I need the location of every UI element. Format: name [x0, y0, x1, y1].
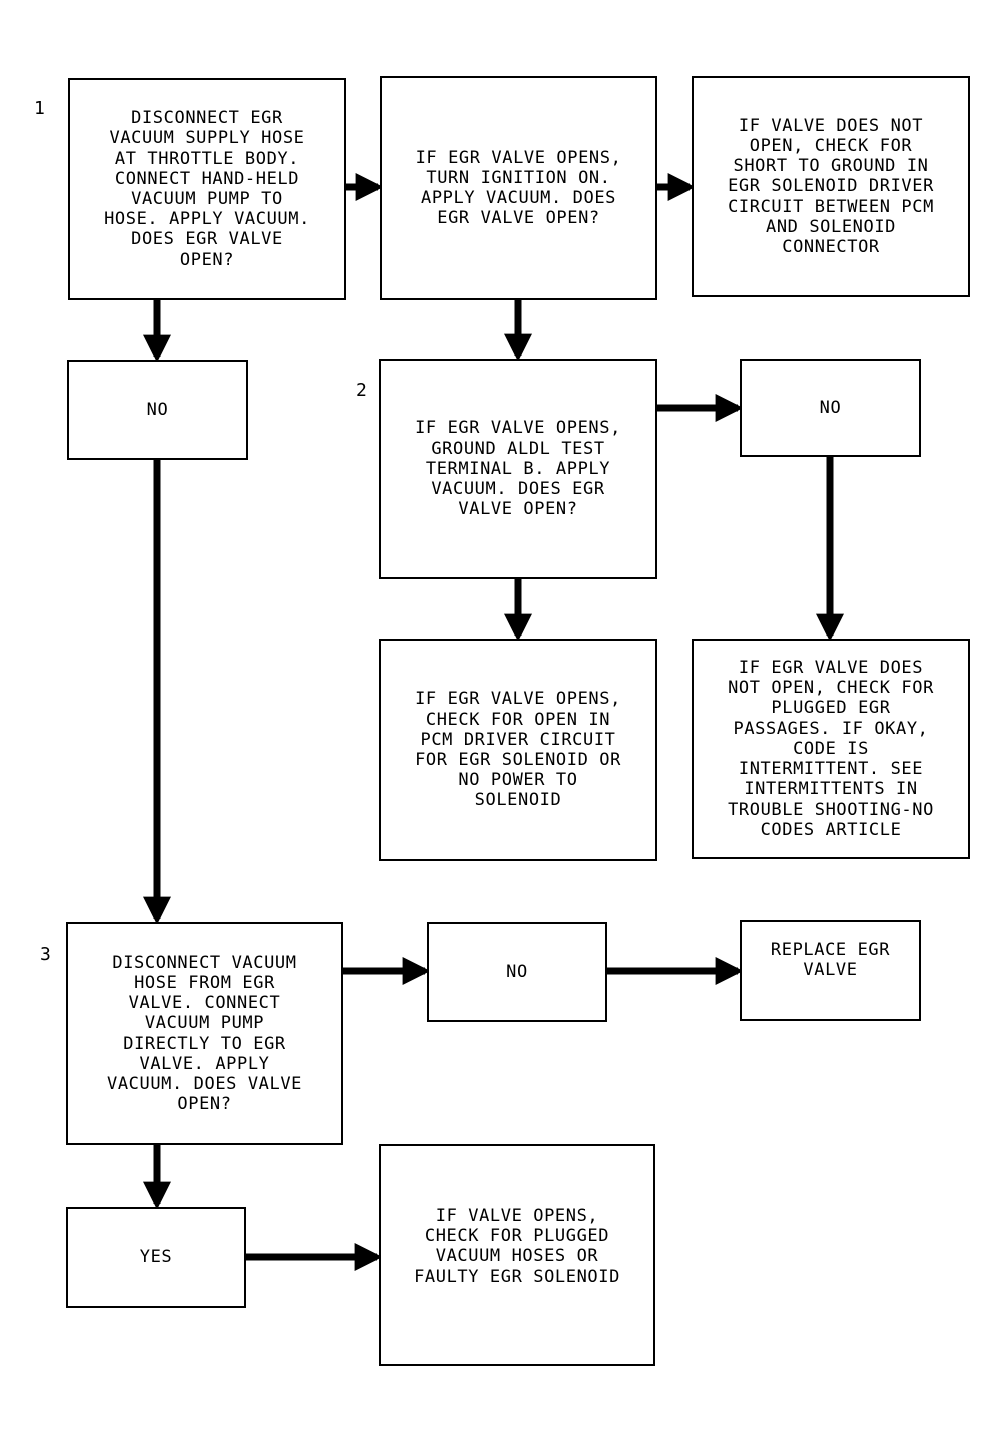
plugged-hoses-text: IF VALVE OPENS, CHECK FOR PLUGGED VACUUM… [414, 1206, 620, 1287]
short-to-ground-text: IF VALVE DOES NOT OPEN, CHECK FOR SHORT … [728, 115, 934, 257]
no-label-3: NO [506, 961, 528, 982]
yes-label: YES [139, 1247, 173, 1268]
step-number-2: 2 [356, 380, 367, 401]
turn-ignition-box: IF EGR VALVE OPENS, TURN IGNITION ON. AP… [380, 76, 657, 300]
no-box-1: NO [67, 360, 248, 460]
plugged-hoses-box: IF VALVE OPENS, CHECK FOR PLUGGED VACUUM… [379, 1144, 655, 1366]
turn-ignition-text: IF EGR VALVE OPENS, TURN IGNITION ON. AP… [415, 147, 622, 229]
open-driver-circuit-box: IF EGR VALVE OPENS, CHECK FOR OPEN IN PC… [379, 639, 657, 861]
replace-egr-valve-box: REPLACE EGR VALVE [740, 920, 921, 1021]
yes-box: YES [66, 1207, 246, 1308]
step-3-text: DISCONNECT VACUUM HOSE FROM EGR VALVE. C… [106, 952, 303, 1115]
replace-egr-valve-text: REPLACE EGR VALVE [770, 940, 891, 981]
step-number-1: 1 [34, 98, 45, 119]
step-1-text: DISCONNECT EGR VACUUM SUPPLY HOSE AT THR… [104, 108, 310, 270]
no-box-3: NO [427, 922, 607, 1022]
plugged-passages-text: IF EGR VALVE DOES NOT OPEN, CHECK FOR PL… [728, 658, 934, 840]
no-label-1: NO [146, 399, 169, 420]
no-label-2: NO [819, 397, 842, 418]
step-1-box: DISCONNECT EGR VACUUM SUPPLY HOSE AT THR… [68, 78, 346, 300]
step-number-3: 3 [40, 944, 51, 965]
open-driver-circuit-text: IF EGR VALVE OPENS, CHECK FOR OPEN IN PC… [415, 689, 621, 811]
step-2-text: IF EGR VALVE OPENS, GROUND ALDL TEST TER… [415, 418, 621, 520]
step-3-box: DISCONNECT VACUUM HOSE FROM EGR VALVE. C… [66, 922, 343, 1145]
no-box-2: NO [740, 359, 921, 457]
short-to-ground-box: IF VALVE DOES NOT OPEN, CHECK FOR SHORT … [692, 76, 970, 297]
step-2-box: IF EGR VALVE OPENS, GROUND ALDL TEST TER… [379, 359, 657, 579]
plugged-passages-box: IF EGR VALVE DOES NOT OPEN, CHECK FOR PL… [692, 639, 970, 859]
